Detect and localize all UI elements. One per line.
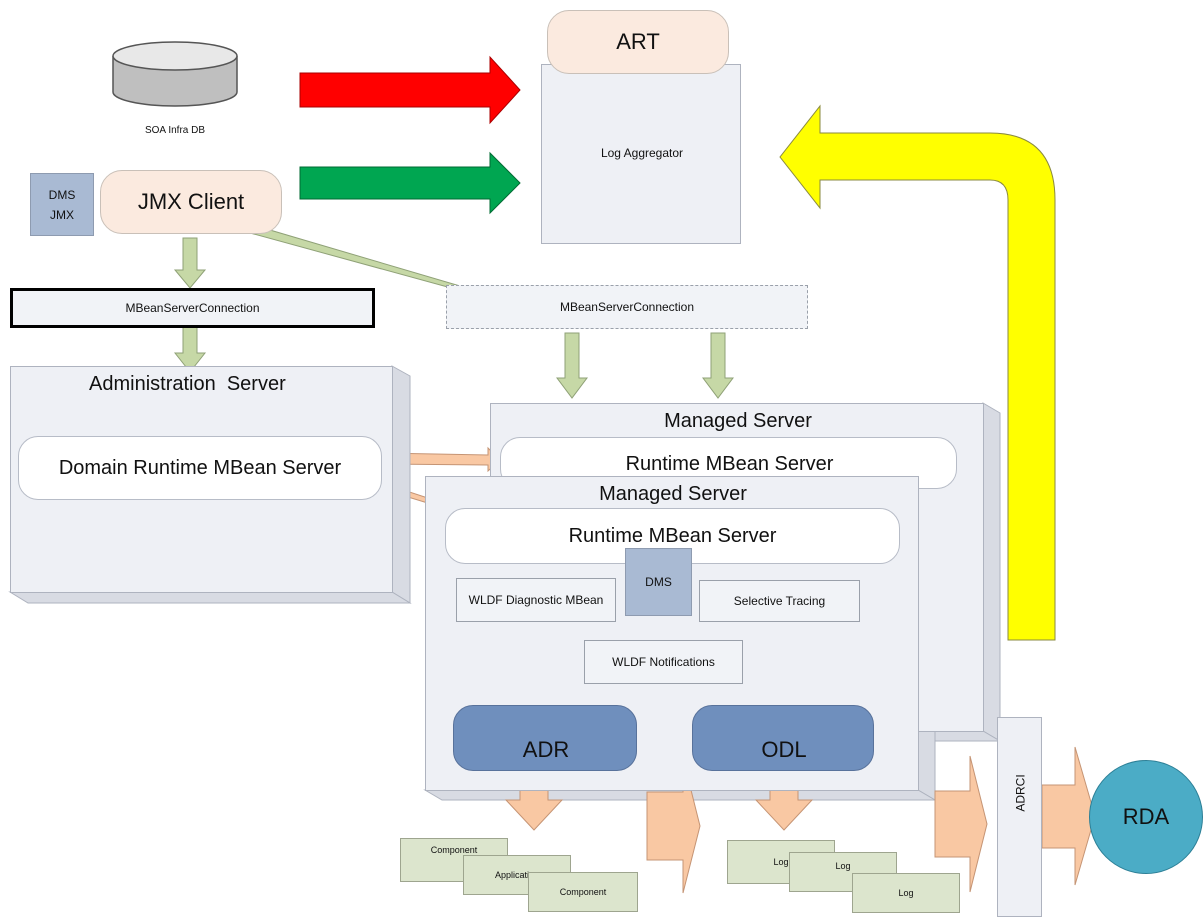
rda-input-arrow — [1041, 746, 1096, 886]
soa-infra-db-label: SOA Infra DB — [144, 124, 206, 136]
rda-circle: RDA — [1089, 760, 1203, 874]
doc-log-3: Log — [852, 873, 960, 913]
down-arrow-admin — [173, 324, 207, 373]
log-aggregator-label: Log Aggregator — [600, 146, 684, 160]
runtime-mbean-server-back-label: Runtime MBean Server — [625, 452, 834, 475]
admin-server-side — [391, 365, 411, 604]
dms-box: DMS — [625, 548, 692, 616]
jmx-client-box: JMX Client — [100, 170, 282, 234]
odl-label: ODL — [761, 737, 807, 762]
adrci-label: ADRCI — [1013, 774, 1028, 812]
down-arrow-jmx — [173, 237, 207, 289]
database-icon — [112, 41, 238, 107]
odl-store: ODL — [692, 705, 874, 771]
adr-store: ADR — [453, 705, 637, 771]
dms-jmx-box: DMS JMX — [30, 173, 94, 236]
adrci-input-arrow — [934, 755, 988, 893]
mbean-server-connection-1: MBeanServerConnection — [10, 288, 375, 328]
log-aggregator-box: Log Aggregator — [541, 64, 741, 244]
yellow-return-arrow — [779, 104, 1056, 641]
adr-label: ADR — [522, 737, 570, 762]
down-arrow-managed-2 — [702, 332, 734, 399]
admin-server-bottom — [8, 591, 412, 604]
selective-tracing: Selective Tracing — [699, 580, 860, 622]
administration-server-title: Administration Server — [89, 373, 286, 395]
wldf-diagnostic-mbean: WLDF Diagnostic MBean — [456, 578, 616, 622]
managed-back-side — [982, 402, 1001, 742]
managed-server-back-title: Managed Server — [664, 409, 812, 432]
wldf-notifications: WLDF Notifications — [584, 640, 743, 684]
down-arrow-managed-1 — [556, 332, 588, 399]
doc-component-2: Component — [528, 872, 638, 912]
green-arrow — [299, 151, 521, 215]
art-box: ART — [547, 10, 729, 74]
managed-server-front-title: Managed Server — [599, 482, 747, 505]
mbean-server-connection-2: MBeanServerConnection — [446, 285, 808, 329]
domain-runtime-mbean-server: Domain Runtime MBean Server — [18, 436, 382, 500]
red-arrow — [299, 55, 521, 125]
adrci-box: ADRCI — [997, 717, 1042, 917]
